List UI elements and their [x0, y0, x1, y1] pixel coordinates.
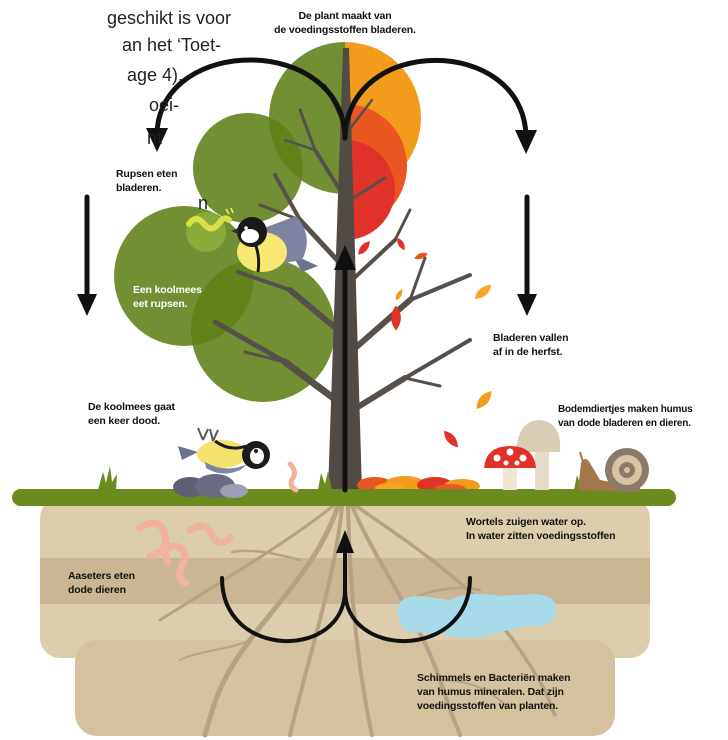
stone — [220, 484, 248, 498]
label-caterpillars: Rupsen eten bladeren. — [116, 167, 177, 195]
intro-text-fragment: oei- — [149, 94, 179, 116]
label-fungi: Schimmels en Bacteriën maken van humus m… — [417, 671, 570, 713]
snail-antenna — [580, 452, 583, 462]
label-line: van humus mineralen. Dat zijn — [417, 685, 570, 699]
surface-worm — [290, 464, 296, 490]
mushroom-spot — [507, 449, 514, 456]
intro-text-fragment: age 4). — [127, 64, 183, 86]
bird-eye — [254, 449, 258, 453]
branch — [405, 340, 470, 378]
grass-tuft — [98, 466, 117, 490]
label-line: eet rupsen. — [133, 297, 202, 311]
label-soil-animals: Bodemdiertjes maken humus van dode blade… — [558, 403, 692, 431]
mushrooms — [484, 420, 560, 490]
mushroom-stem — [535, 446, 549, 490]
mushroom-spot — [494, 455, 501, 462]
label-line: Schimmels en Bacteriën maken — [417, 671, 570, 685]
mushroom-stem — [503, 466, 517, 490]
label-line: bladeren. — [116, 181, 177, 195]
label-leaves-fall: Bladeren vallen af in de herfst. — [493, 331, 568, 359]
branch — [352, 240, 395, 280]
green-foliage — [193, 113, 303, 223]
label-line: Aaseters eten — [68, 569, 135, 583]
falling-leaf — [472, 282, 494, 302]
label-line: voedingsstoffen van planten. — [417, 699, 570, 713]
branch — [405, 378, 440, 386]
dead-great-tit — [173, 428, 270, 498]
label-tit-dies: De koolmees gaat een keer dood. — [88, 400, 175, 428]
falling-leaf — [356, 239, 373, 257]
snail — [578, 448, 649, 492]
mushroom-spot — [520, 455, 527, 462]
label-tit-eats: Een koolmees eet rupsen. — [133, 283, 202, 311]
intro-text-fragment: an het ‘Toet- — [122, 34, 221, 56]
mushroom-spot — [515, 461, 520, 466]
label-line: In water zitten voedingsstoffen — [466, 529, 615, 543]
label-line: Wortels zuigen water op. — [466, 515, 615, 529]
arrowhead-down-right — [517, 294, 537, 316]
intro-text-fragment: n — [198, 192, 208, 214]
falling-leaf — [394, 288, 405, 301]
mushroom-cap-tan — [516, 420, 560, 452]
caption-line: de voedingsstoffen bladeren. — [245, 23, 445, 37]
label-line: dode dieren — [68, 583, 135, 597]
branch — [395, 210, 410, 240]
diagram-caption-top: De plant maakt van de voedingsstoffen bl… — [245, 9, 445, 37]
bird-eye — [244, 226, 248, 230]
branch — [353, 378, 405, 410]
branch — [353, 300, 410, 350]
label-line: Bladeren vallen — [493, 331, 568, 345]
label-line: Een koolmees — [133, 283, 202, 297]
label-line: Bodemdiertjes maken humus — [558, 403, 692, 417]
falling-leaf — [413, 251, 428, 261]
label-line: af in de herfst. — [493, 345, 568, 359]
label-line: De koolmees gaat — [88, 400, 175, 414]
label-line: een keer dood. — [88, 414, 175, 428]
intro-text-fragment: nt — [147, 127, 162, 149]
mushroom-spot — [504, 461, 509, 466]
caption-line: De plant maakt van — [245, 9, 445, 23]
snail-shell-center — [624, 467, 630, 473]
label-scavengers: Aaseters eten dode dieren — [68, 569, 135, 597]
bird-legs — [198, 428, 218, 441]
falling-leaves — [356, 236, 495, 450]
arrowhead-down-left — [77, 294, 97, 316]
label-line: Rupsen eten — [116, 167, 177, 181]
intro-text-fragment: geschikt is voor — [107, 7, 231, 29]
arrowhead-right-arc — [515, 130, 537, 154]
bird-cheek — [241, 229, 259, 243]
bird-tail — [178, 446, 198, 460]
falling-leaf — [441, 428, 461, 450]
falling-leaf — [473, 388, 495, 412]
label-line: van dode bladeren en dieren. — [558, 417, 692, 431]
label-roots: Wortels zuigen water op. In water zitten… — [466, 515, 615, 543]
